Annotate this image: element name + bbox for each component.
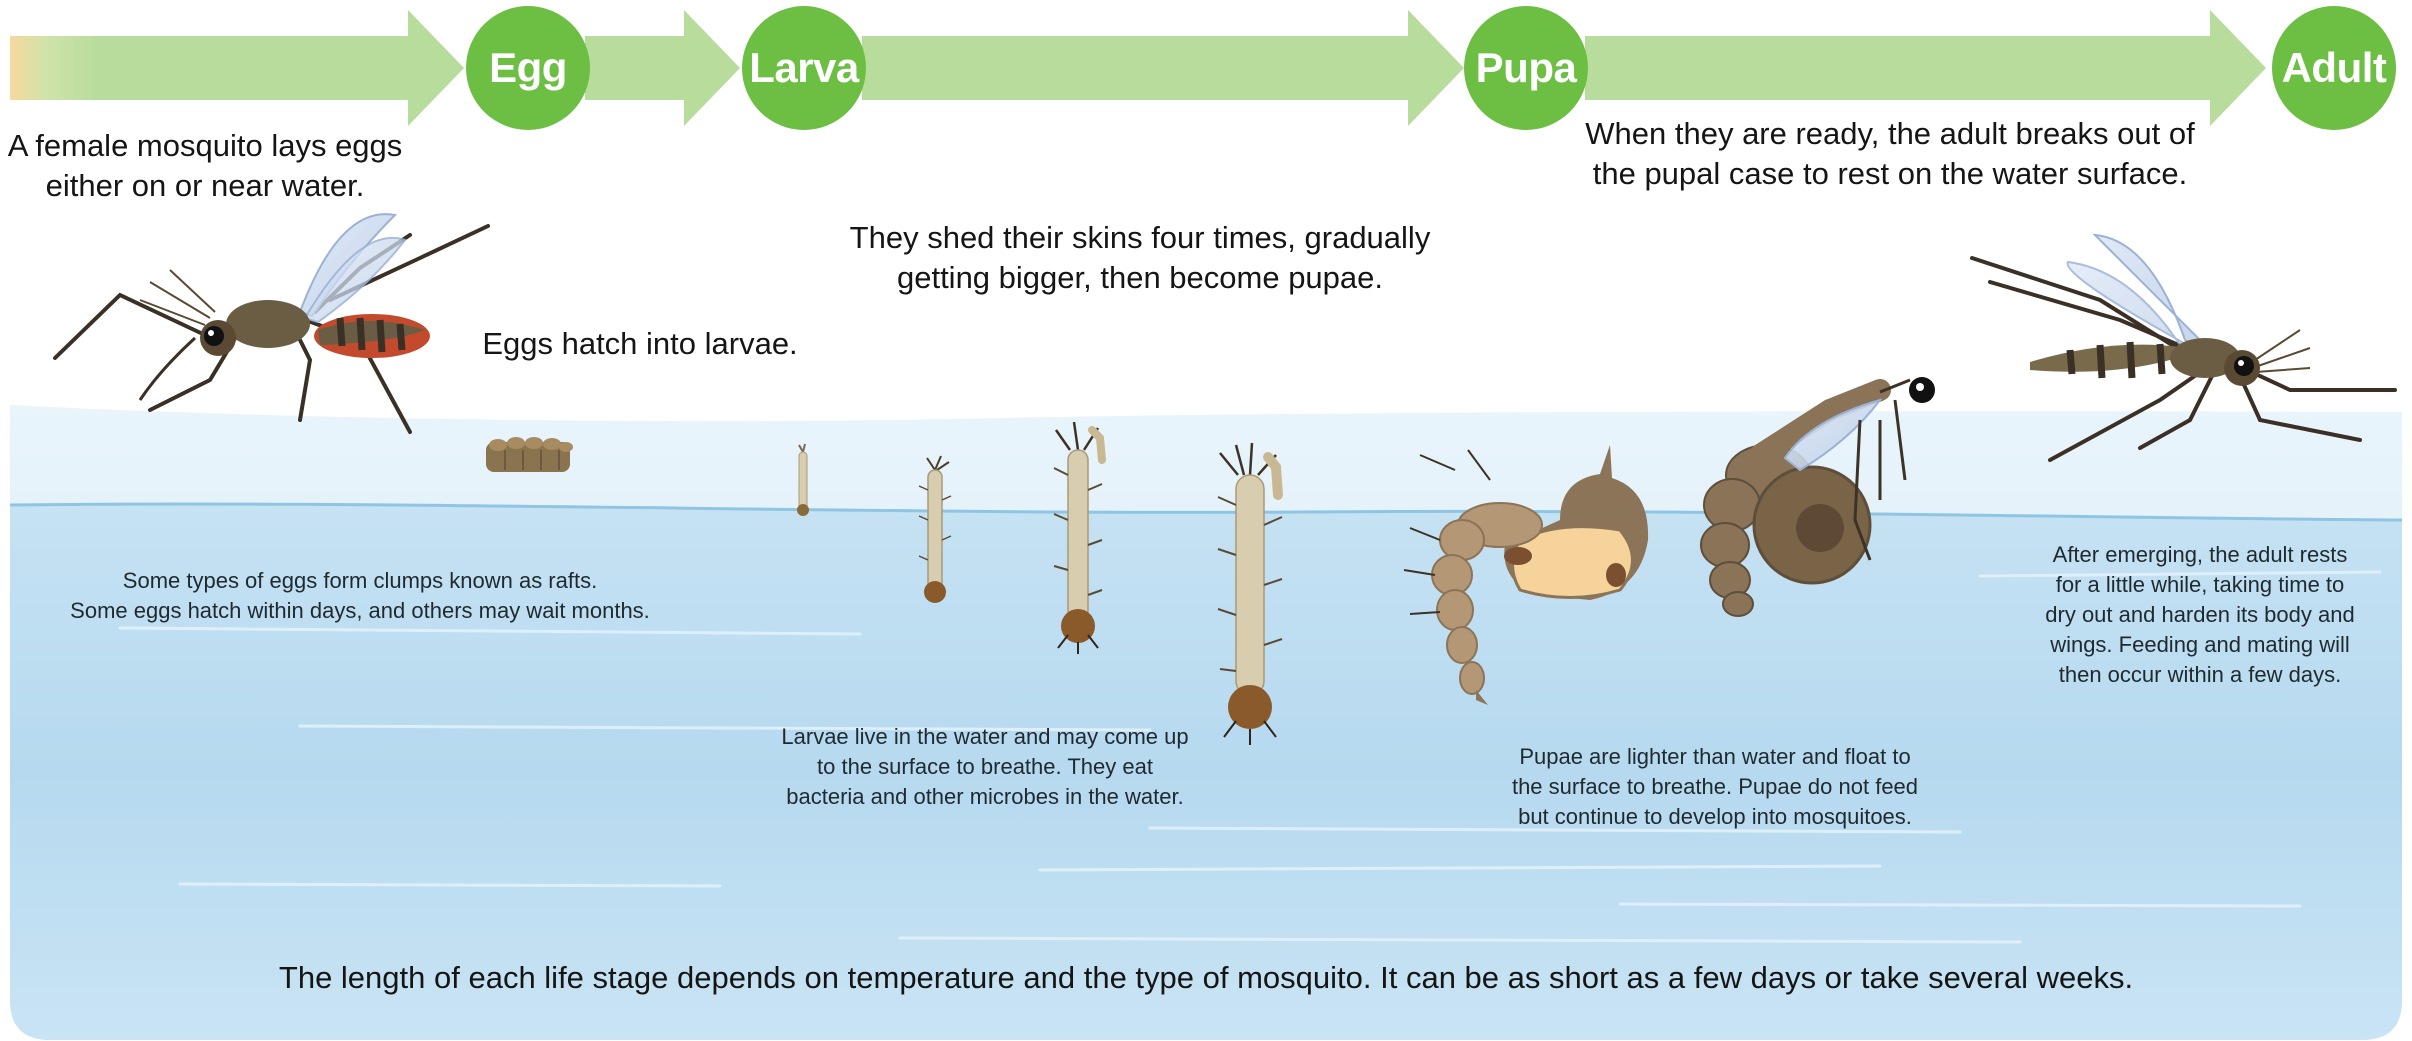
stage-adult: Adult (2272, 6, 2396, 130)
caption-larvae-live: Larvae live in the water and may come up… (750, 722, 1220, 812)
stage-adult-label: Adult (2282, 44, 2387, 92)
caption-female-lays: A female mosquito lays eggs either on or… (0, 126, 410, 206)
stage-larva: Larva (742, 6, 866, 130)
caption-egg-rafts: Some types of eggs form clumps known as … (40, 566, 680, 626)
stage-larva-label: Larva (749, 44, 859, 92)
caption-adult-breaks: When they are ready, the adult breaks ou… (1570, 114, 2210, 194)
caption-shed-skins: They shed their skins four times, gradua… (830, 218, 1450, 298)
caption-pupae-lighter: Pupae are lighter than water and float t… (1480, 742, 1950, 832)
stage-arrows (10, 10, 2266, 126)
stage-egg-label: Egg (489, 44, 567, 92)
stage-pupa-label: Pupa (1476, 44, 1577, 92)
caption-eggs-hatch: Eggs hatch into larvae. (470, 324, 810, 364)
footer-note: The length of each life stage depends on… (200, 958, 2212, 998)
female-mosquito-icon (55, 214, 488, 432)
stage-pupa: Pupa (1464, 6, 1588, 130)
stage-egg: Egg (466, 6, 590, 130)
caption-after-emerging: After emerging, the adult rests for a li… (2010, 540, 2390, 690)
egg-raft-icon (486, 437, 573, 472)
